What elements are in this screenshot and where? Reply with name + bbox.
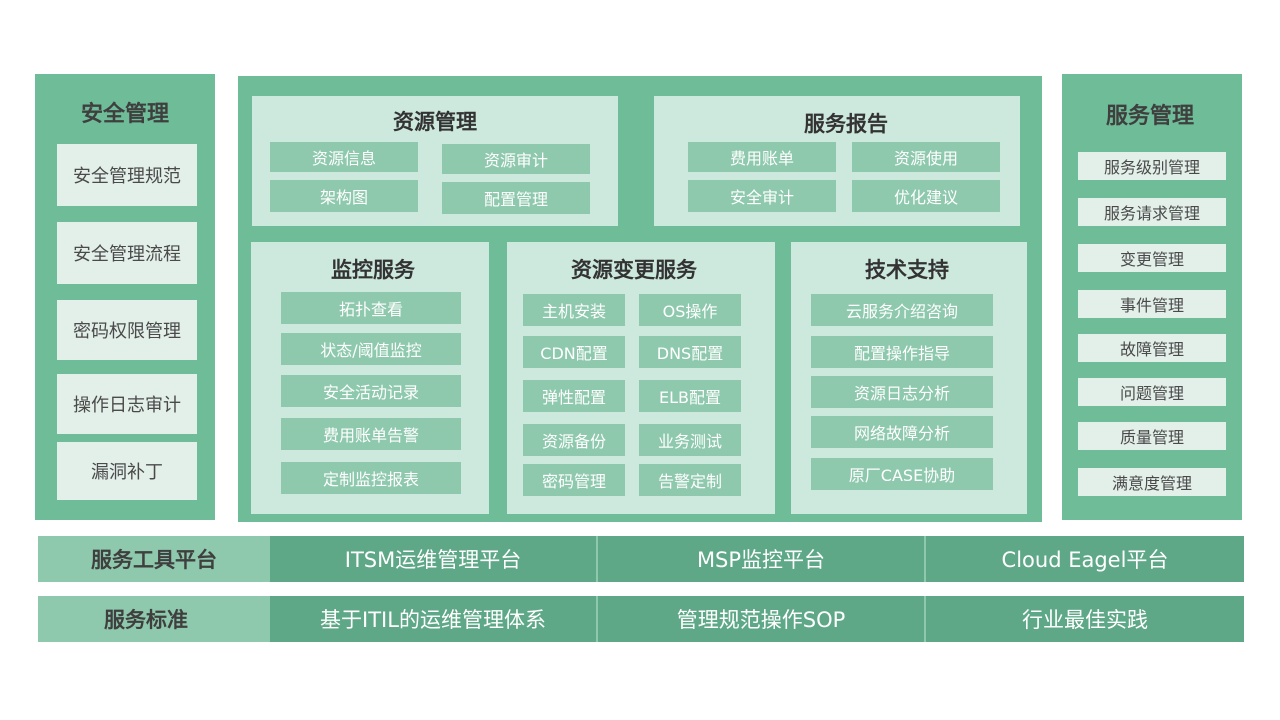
monitoring-item-security[interactable]: 安全活动记录 <box>281 375 461 407</box>
service-standard-best-practice[interactable]: 行业最佳实践 <box>926 596 1244 642</box>
service-item-satisfaction[interactable]: 满意度管理 <box>1078 468 1226 496</box>
report-item-optimize[interactable]: 优化建议 <box>852 180 1000 212</box>
support-item-consult[interactable]: 云服务介绍咨询 <box>811 294 993 326</box>
resource-change-panel: 资源变更服务 主机安装 OS操作 CDN配置 DNS配置 弹性配置 ELB配置 … <box>507 242 775 514</box>
monitoring-item-threshold[interactable]: 状态/阈值监控 <box>281 333 461 365</box>
service-standard-sop[interactable]: 管理规范操作SOP <box>598 596 924 642</box>
service-item-fault[interactable]: 故障管理 <box>1078 334 1226 362</box>
resource-item-arch[interactable]: 架构图 <box>270 180 418 212</box>
service-item-event[interactable]: 事件管理 <box>1078 290 1226 318</box>
monitoring-title: 监控服务 <box>331 258 415 282</box>
resource-item-config[interactable]: 配置管理 <box>442 182 590 214</box>
service-report-title: 服务报告 <box>804 112 888 136</box>
change-item-elastic[interactable]: 弹性配置 <box>523 380 625 412</box>
support-item-network[interactable]: 网络故障分析 <box>811 416 993 448</box>
change-item-host[interactable]: 主机安装 <box>523 294 625 326</box>
tool-platform-msp[interactable]: MSP监控平台 <box>598 536 924 582</box>
change-item-alert[interactable]: 告警定制 <box>639 464 741 496</box>
change-item-password[interactable]: 密码管理 <box>523 464 625 496</box>
change-item-elb[interactable]: ELB配置 <box>639 380 741 412</box>
change-item-dns[interactable]: DNS配置 <box>639 336 741 368</box>
service-standard-bar: 服务标准 基于ITIL的运维管理体系 管理规范操作SOP 行业最佳实践 <box>38 596 1244 642</box>
change-item-cdn[interactable]: CDN配置 <box>523 336 625 368</box>
tool-platform-bar: 服务工具平台 ITSM运维管理平台 MSP监控平台 Cloud Eagel平台 <box>38 536 1244 582</box>
tech-support-panel: 技术支持 云服务介绍咨询 配置操作指导 资源日志分析 网络故障分析 原厂CASE… <box>791 242 1027 514</box>
service-item-level[interactable]: 服务级别管理 <box>1078 152 1226 180</box>
security-item-password[interactable]: 密码权限管理 <box>57 300 197 360</box>
resource-mgmt-title: 资源管理 <box>393 110 477 134</box>
support-item-log[interactable]: 资源日志分析 <box>811 376 993 408</box>
security-title: 安全管理 <box>80 102 169 127</box>
change-item-backup[interactable]: 资源备份 <box>523 424 625 456</box>
support-item-guide[interactable]: 配置操作指导 <box>811 336 993 368</box>
support-item-case[interactable]: 原厂CASE协助 <box>811 458 993 490</box>
security-item-logaudit[interactable]: 操作日志审计 <box>57 374 197 434</box>
security-item-process[interactable]: 安全管理流程 <box>57 222 197 284</box>
service-item-request[interactable]: 服务请求管理 <box>1078 198 1226 226</box>
tool-platform-title: 服务工具平台 <box>91 548 217 572</box>
service-standard-title: 服务标准 <box>104 608 188 632</box>
monitoring-item-billalert[interactable]: 费用账单告警 <box>281 418 461 450</box>
security-item-patch[interactable]: 漏洞补丁 <box>57 442 197 500</box>
tech-support-title: 技术支持 <box>865 258 949 282</box>
security-column: 安全管理 安全管理规范 安全管理流程 密码权限管理 操作日志审计 漏洞补丁 <box>35 74 215 520</box>
report-item-usage[interactable]: 资源使用 <box>852 142 1000 172</box>
service-item-change[interactable]: 变更管理 <box>1078 244 1226 272</box>
resource-mgmt-panel: 资源管理 资源信息 资源审计 架构图 配置管理 <box>252 96 618 226</box>
security-item-norms[interactable]: 安全管理规范 <box>57 144 197 206</box>
resource-item-audit[interactable]: 资源审计 <box>442 144 590 174</box>
service-mgmt-column: 服务管理 服务级别管理 服务请求管理 变更管理 事件管理 故障管理 问题管理 质… <box>1062 74 1242 520</box>
report-item-bill[interactable]: 费用账单 <box>688 142 836 172</box>
tool-platform-cloud-eagel[interactable]: Cloud Eagel平台 <box>926 536 1244 582</box>
change-item-os[interactable]: OS操作 <box>639 294 741 326</box>
service-report-panel: 服务报告 费用账单 资源使用 安全审计 优化建议 <box>654 96 1020 226</box>
monitoring-item-report[interactable]: 定制监控报表 <box>281 462 461 494</box>
service-item-problem[interactable]: 问题管理 <box>1078 378 1226 406</box>
resource-change-title: 资源变更服务 <box>571 258 697 282</box>
monitoring-panel: 监控服务 拓扑查看 状态/阈值监控 安全活动记录 费用账单告警 定制监控报表 <box>251 242 489 514</box>
service-standard-itil[interactable]: 基于ITIL的运维管理体系 <box>270 596 596 642</box>
resource-item-info[interactable]: 资源信息 <box>270 142 418 172</box>
service-item-quality[interactable]: 质量管理 <box>1078 422 1226 450</box>
tool-platform-itsm[interactable]: ITSM运维管理平台 <box>270 536 596 582</box>
monitoring-item-topology[interactable]: 拓扑查看 <box>281 292 461 324</box>
report-item-audit[interactable]: 安全审计 <box>688 180 836 212</box>
service-mgmt-title: 服务管理 <box>1105 104 1194 129</box>
change-item-test[interactable]: 业务测试 <box>639 424 741 456</box>
